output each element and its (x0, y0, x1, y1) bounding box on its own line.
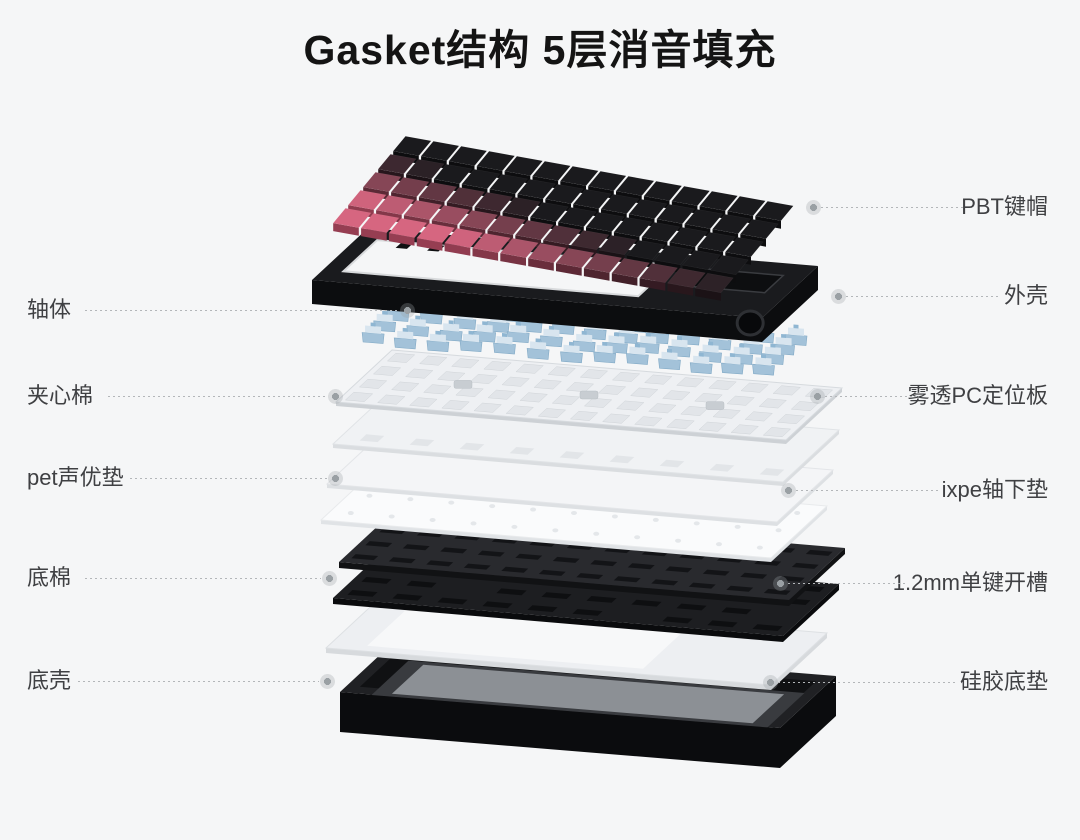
label-sandwich-foam: 夹心棉 (27, 383, 94, 408)
label-pet-pad: pet声优垫 (27, 465, 124, 490)
label-bottom-case: 底壳 (27, 668, 72, 693)
label-keycaps: PBT键帽 (961, 194, 1048, 219)
dot-bottom-foam (322, 571, 337, 586)
dot-case (831, 289, 846, 304)
label-switches: 轴体 (27, 297, 72, 322)
leader-sandwich-foam (108, 396, 327, 397)
dot-sandwich-foam (328, 389, 343, 404)
leader-switches (85, 310, 399, 311)
dot-pet-pad (328, 471, 343, 486)
leader-keycaps (821, 207, 963, 208)
label-slotted-foam: 1.2mm单键开槽 (892, 570, 1048, 595)
leader-silicone-pad (778, 682, 955, 683)
leader-bottom-case (78, 681, 319, 682)
dot-silicone-pad (763, 675, 778, 690)
leader-pc-plate (825, 396, 920, 397)
leader-bottom-foam (85, 578, 321, 579)
label-bottom-foam: 底棉 (27, 565, 72, 590)
dot-keycaps (806, 200, 821, 215)
dot-ixpe-pad (781, 483, 796, 498)
pc-plate-layer (334, 349, 844, 444)
label-ixpe-pad: ixpe轴下垫 (941, 477, 1048, 502)
dot-slotted-foam (773, 576, 788, 591)
label-silicone-pad: 硅胶底垫 (959, 669, 1048, 694)
leader-pet-pad (130, 478, 327, 479)
keycaps-layer (332, 136, 794, 301)
dot-switches (400, 303, 415, 318)
dot-pc-plate (810, 389, 825, 404)
leader-slotted-foam (788, 583, 907, 584)
page-title: Gasket结构 5层消音填充 (303, 27, 777, 73)
dot-bottom-case (320, 674, 335, 689)
leader-ixpe-pad (796, 490, 940, 491)
label-case: 外壳 (1003, 283, 1048, 308)
label-pc-plate: 雾透PC定位板 (907, 383, 1048, 408)
leader-case (846, 296, 998, 297)
